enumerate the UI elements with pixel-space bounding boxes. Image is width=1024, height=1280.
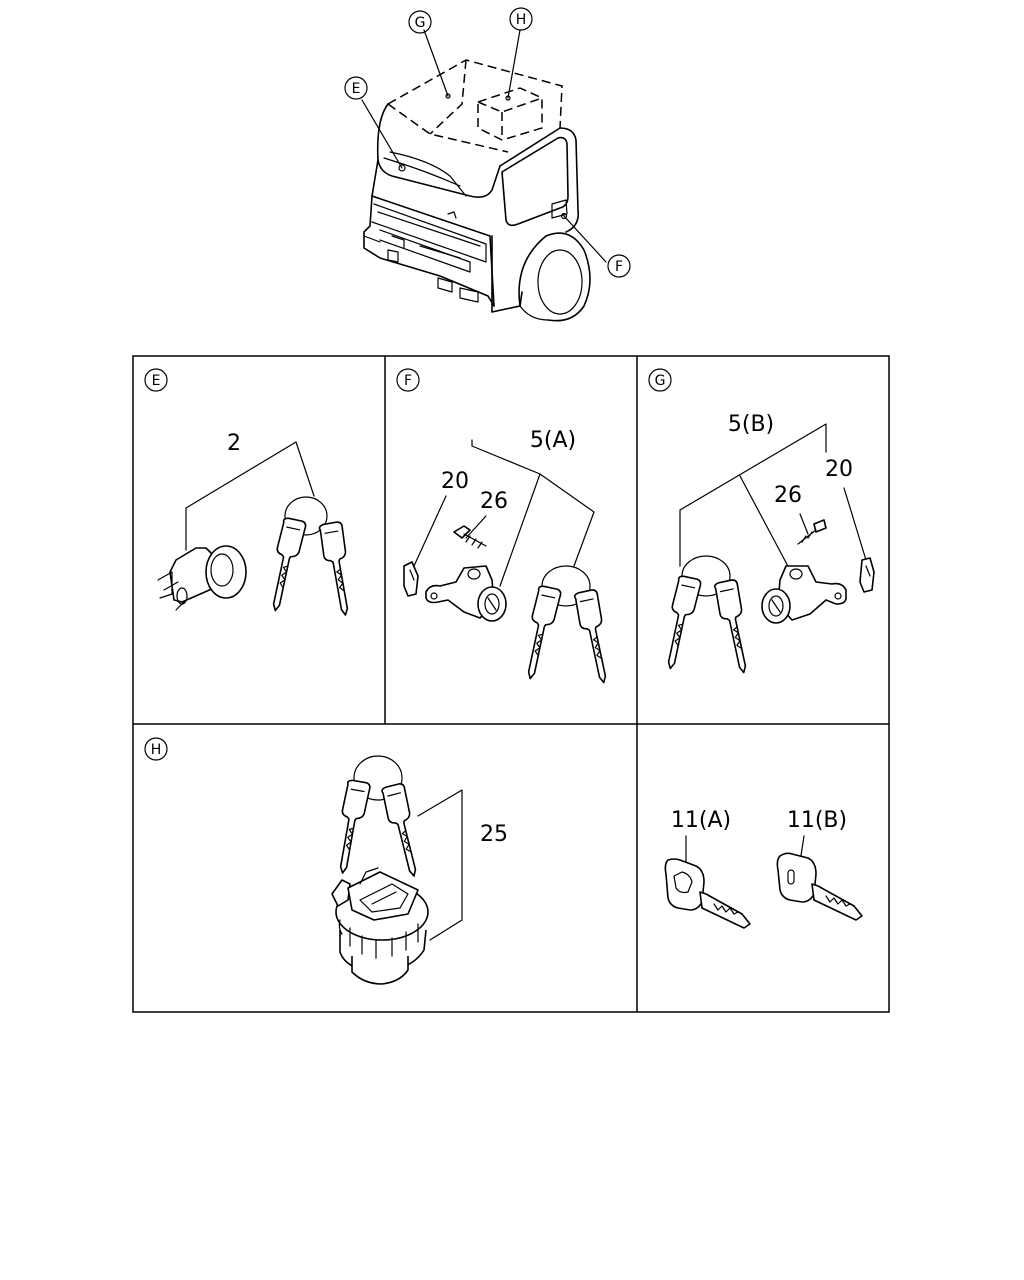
callout-e: E <box>344 76 368 100</box>
svg-text:G: G <box>415 15 426 31</box>
panel-e: E 2 <box>144 368 359 618</box>
svg-text:F: F <box>615 259 623 275</box>
panel-keys: 11(A) 11(B) <box>664 808 863 929</box>
panel-h-badge: H <box>144 737 168 761</box>
ignition-cylinder-icon <box>157 545 247 611</box>
panel-f: F 5(A) 20 26 <box>396 368 617 686</box>
key-icon <box>572 588 617 686</box>
ref-clip-20: 20 <box>441 469 469 494</box>
ref-key-11b: 11(B) <box>787 808 847 833</box>
callout-h: H <box>509 7 533 31</box>
lock-clip-icon <box>403 561 419 597</box>
ref-key-11a: 11(A) <box>671 808 731 833</box>
key-icon <box>776 852 863 921</box>
screw-icon <box>797 519 827 545</box>
fuel-cap-icon <box>331 867 429 985</box>
svg-text:G: G <box>655 373 666 389</box>
door-lock-cylinder-icon <box>425 565 507 622</box>
ref-lock-set-5a: 5(A) <box>530 428 576 453</box>
callout-f: F <box>607 254 631 278</box>
ref-screw-26: 26 <box>480 489 508 514</box>
svg-text:E: E <box>352 81 361 97</box>
key-icon <box>330 778 372 876</box>
ref-cap-set-25: 25 <box>480 822 508 847</box>
truck-cab-illustration <box>361 29 607 322</box>
key-icon <box>263 516 308 614</box>
key-icon <box>518 584 563 682</box>
key-icon <box>664 858 751 929</box>
panel-grid <box>132 355 890 1013</box>
svg-text:H: H <box>516 12 527 28</box>
key-icon <box>317 520 359 618</box>
key-icon <box>658 574 703 672</box>
panel-g: G 5(B) 20 26 <box>648 368 875 676</box>
panel-e-badge: E <box>144 368 168 392</box>
panel-f-badge: F <box>396 368 420 392</box>
svg-text:F: F <box>404 373 412 389</box>
callout-g: G <box>408 10 432 34</box>
door-lock-cylinder-icon <box>761 565 847 624</box>
ref-key-set-2: 2 <box>227 431 241 456</box>
roof-box-h <box>477 87 543 141</box>
svg-text:H: H <box>151 742 162 758</box>
ref-screw-26: 26 <box>774 483 802 508</box>
key-icon <box>712 578 757 676</box>
panel-h: H 25 <box>144 737 508 985</box>
lock-clip-icon <box>859 557 875 593</box>
ref-clip-20: 20 <box>825 457 853 482</box>
ref-lock-set-5b: 5(B) <box>728 412 774 437</box>
screw-icon <box>453 525 487 549</box>
key-icon <box>379 782 427 880</box>
panel-g-badge: G <box>648 368 672 392</box>
front-wheel <box>518 232 591 322</box>
svg-text:E: E <box>152 373 161 389</box>
key-ring-icon <box>353 755 403 801</box>
key-ring-icon <box>284 496 328 536</box>
